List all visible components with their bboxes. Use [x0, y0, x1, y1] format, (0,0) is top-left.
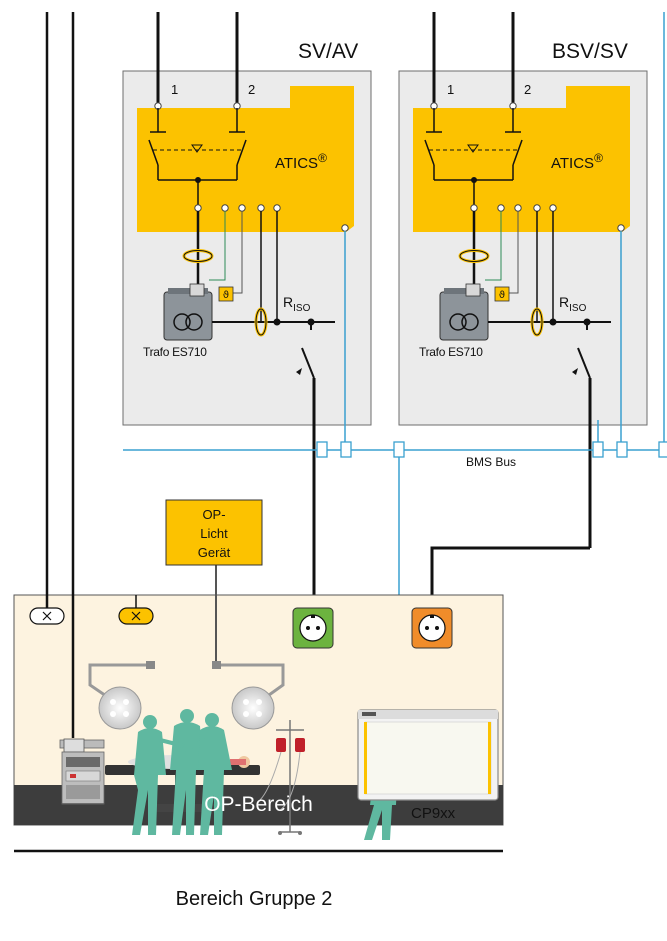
panel-2-title: BSV/SV: [552, 40, 628, 63]
panel-2-input-2: 2: [524, 82, 532, 97]
panel-bsv-sv: ϑ: [398, 12, 648, 548]
op-light-device-box: [165, 499, 263, 566]
svg-text:ϑ: ϑ: [499, 290, 505, 301]
panel-2-transformer-label: Trafo ES710: [419, 345, 483, 359]
panel-2-input-1: 1: [447, 82, 455, 97]
group-2-area-label: Bereich Gruppe 2: [175, 888, 333, 910]
op-light-device-label: OP- Licht Gerät: [197, 507, 231, 560]
panel-2-riso-label: RISO: [559, 294, 587, 314]
panel-1-device-label: ATICS®: [275, 151, 327, 172]
panel-1-input-2: 2: [248, 82, 256, 97]
op-room: [13, 12, 504, 840]
panel-1-input-1: 1: [171, 82, 179, 97]
svg-text:ϑ: ϑ: [223, 290, 229, 301]
panel-1-title: SV/AV: [298, 40, 359, 63]
panel-sv-av: ϑ: [122, 12, 372, 620]
panel-2-device-label: ATICS®: [551, 151, 603, 172]
cp9xx-label: CP9xx: [411, 805, 456, 822]
op-area-label: OP-Bereich: [204, 793, 313, 816]
panel-1-riso-label: RISO: [283, 294, 311, 314]
panel-1-transformer-label: Trafo ES710: [143, 345, 207, 359]
bms-bus-label: BMS Bus: [466, 455, 517, 469]
